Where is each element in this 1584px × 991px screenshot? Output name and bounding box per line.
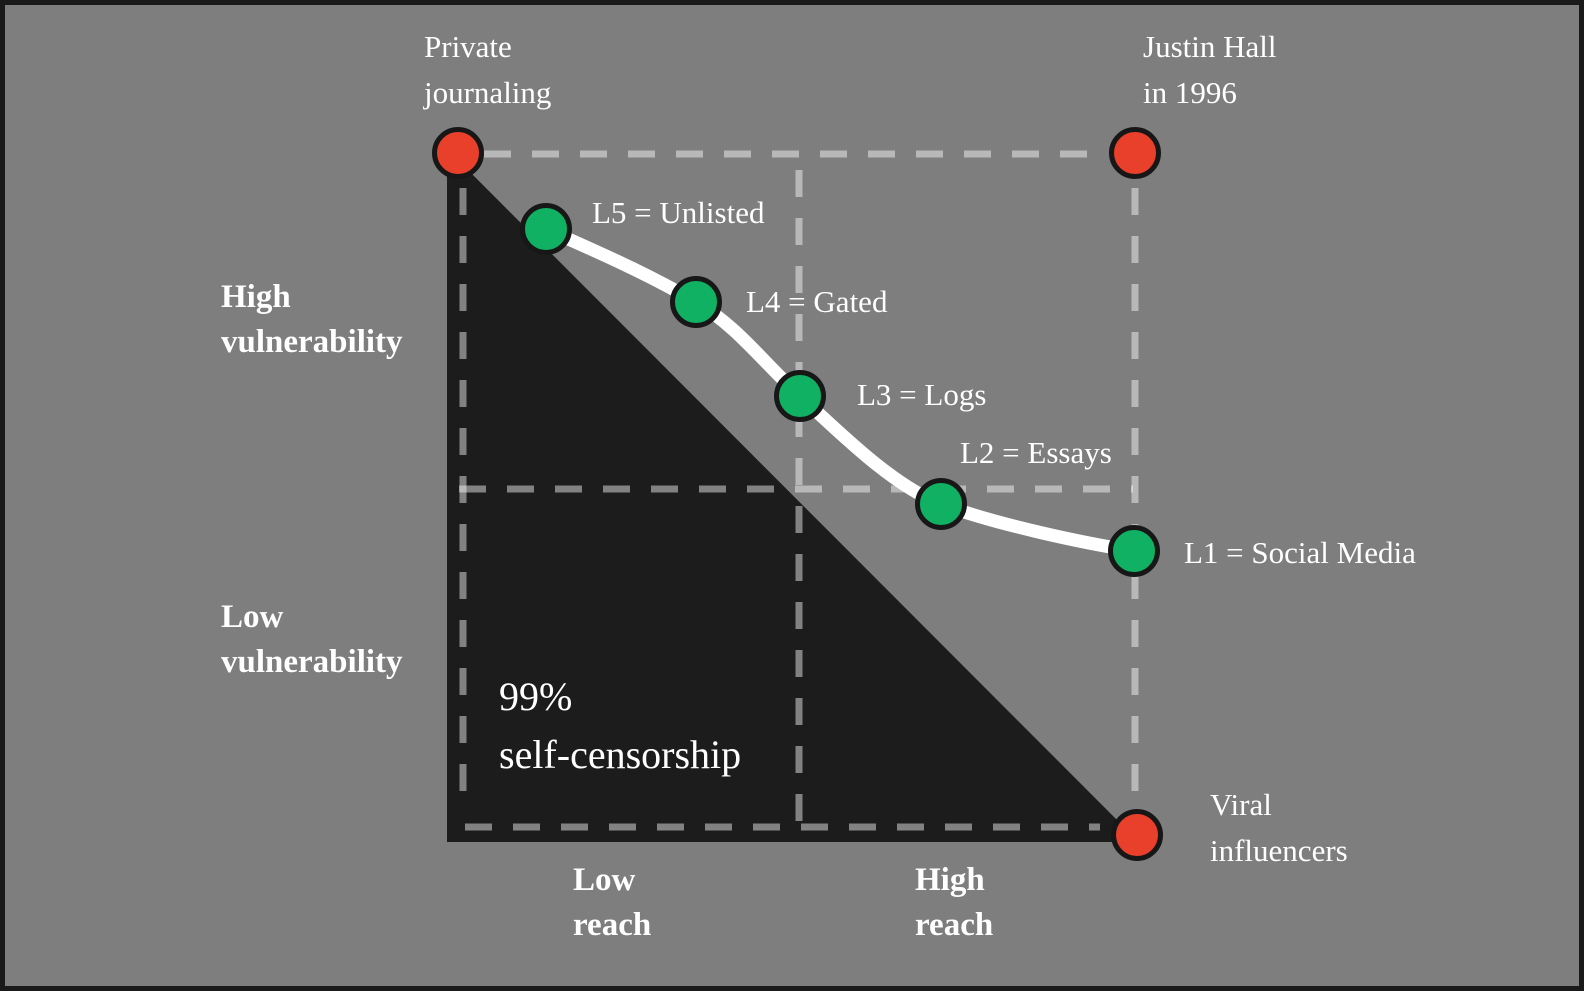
viral-influencers-dot	[1111, 809, 1163, 861]
label-line: Low	[221, 599, 284, 635]
y-axis-low-label: Low vulnerability	[221, 595, 403, 685]
label-line: self-censorship	[499, 732, 742, 777]
label-line: Private	[424, 29, 512, 64]
level-l5-dot	[520, 203, 572, 255]
label-line: reach	[915, 907, 994, 943]
label-line: High	[221, 279, 291, 315]
private-journaling-label: Private journaling	[424, 24, 551, 116]
x-axis-low-label: Low reach	[573, 858, 651, 948]
label-line: journaling	[424, 75, 552, 110]
level-l3-label: L3 = Logs	[857, 377, 987, 412]
label-line: vulnerability	[221, 644, 403, 680]
label-line: Justin Hall	[1143, 29, 1277, 64]
y-axis-high-label: High vulnerability	[221, 275, 403, 365]
level-l2-dot	[915, 478, 967, 530]
viral-influencers-label: Viral influencers	[1210, 782, 1348, 874]
level-l4-label: L4 = Gated	[746, 284, 888, 319]
justin-hall-dot	[1109, 127, 1161, 179]
label-line: vulnerability	[221, 324, 403, 360]
label-line: Viral	[1210, 787, 1272, 822]
x-axis-high-label: High reach	[915, 858, 993, 948]
level-l1-dot	[1108, 525, 1160, 577]
label-line: reach	[573, 907, 652, 943]
self-censorship-annotation: 99% self-censorship	[499, 668, 741, 784]
label-line: High	[915, 862, 985, 898]
justin-hall-label: Justin Hall in 1996	[1143, 24, 1276, 116]
private-journaling-dot	[432, 127, 484, 179]
label-line: in 1996	[1143, 75, 1237, 110]
label-line: Low	[573, 862, 636, 898]
level-l5-label: L5 = Unlisted	[592, 195, 765, 230]
label-line: influencers	[1210, 833, 1348, 868]
level-l1-label: L1 = Social Media	[1184, 535, 1416, 570]
level-l2-label: L2 = Essays	[960, 435, 1112, 470]
level-l4-dot	[670, 276, 722, 328]
level-l3-dot	[774, 370, 826, 422]
self-censorship-triangle-shape	[447, 149, 1139, 842]
label-line: 99%	[499, 674, 573, 719]
